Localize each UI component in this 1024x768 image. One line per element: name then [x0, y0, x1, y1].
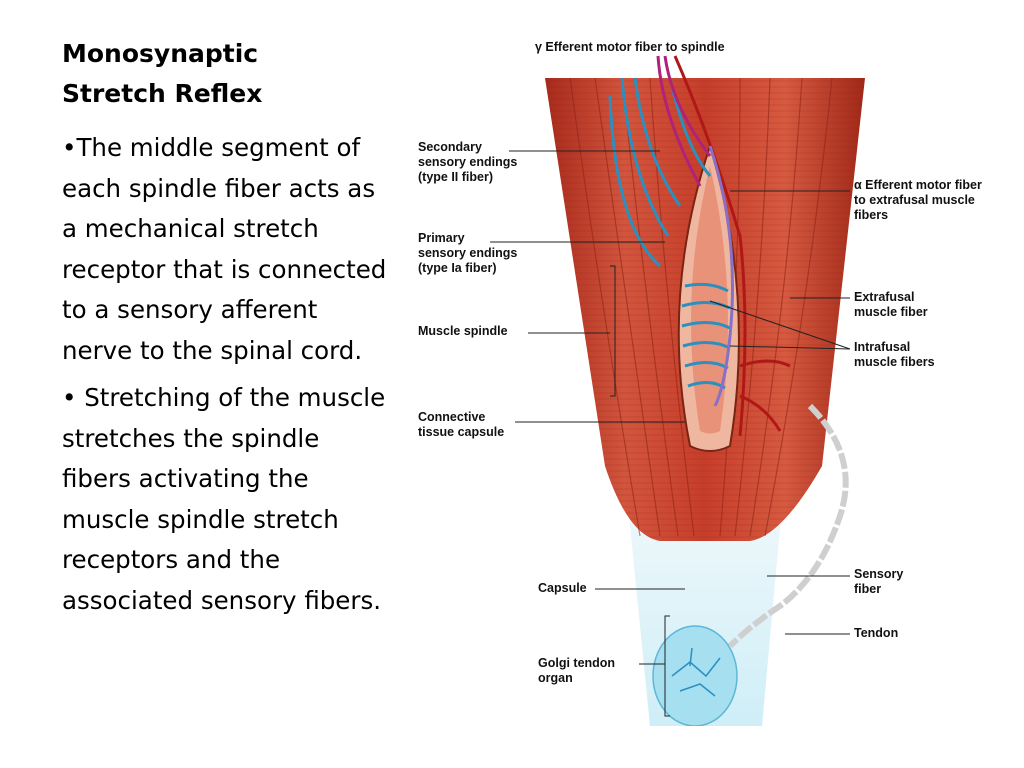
label-tendon: Tendon [854, 626, 899, 640]
label-sensory-fiber: Sensory fiber [854, 567, 904, 596]
label-capsule: Capsule [538, 581, 587, 595]
label-primary-endings: Primary sensory endings (type Ia fiber) [418, 231, 518, 275]
title-line-2: Stretch Reflex [62, 79, 263, 108]
leader-lines [490, 150, 851, 717]
label-connective-capsule: Connective tissue capsule [418, 410, 505, 439]
muscle-illustration [490, 55, 865, 726]
title-line-1: Monosynaptic [62, 39, 259, 68]
sensory-fiber-chain [727, 403, 849, 649]
muscle-spindle-figure: γ Efferent motor fiber to spindle Second… [410, 36, 1024, 726]
label-extrafusal: Extrafusal muscle fiber [854, 290, 928, 319]
gamma-fiber [656, 55, 712, 187]
bullet-list: •The middle segment of each spindle fibe… [62, 128, 392, 628]
slide-title: Monosynaptic Stretch Reflex [62, 34, 392, 114]
label-secondary-endings: Secondary sensory endings (type II fiber… [418, 140, 518, 184]
label-gamma-efferent: γ Efferent motor fiber to spindle [535, 40, 725, 54]
label-intrafusal: Intrafusal muscle fibers [854, 340, 935, 369]
label-alpha-efferent: α Efferent motor fiber to extrafusal mus… [854, 178, 982, 222]
bullet-item-1: •The middle segment of each spindle fibe… [62, 133, 387, 365]
golgi-tendon-organ [652, 625, 738, 726]
label-golgi-tendon-organ: Golgi tendon organ [538, 656, 616, 685]
label-muscle-spindle: Muscle spindle [418, 324, 508, 338]
bullet-item-2: • Stretching of the muscle stretches the… [62, 383, 386, 615]
alpha-fiber [673, 55, 791, 437]
